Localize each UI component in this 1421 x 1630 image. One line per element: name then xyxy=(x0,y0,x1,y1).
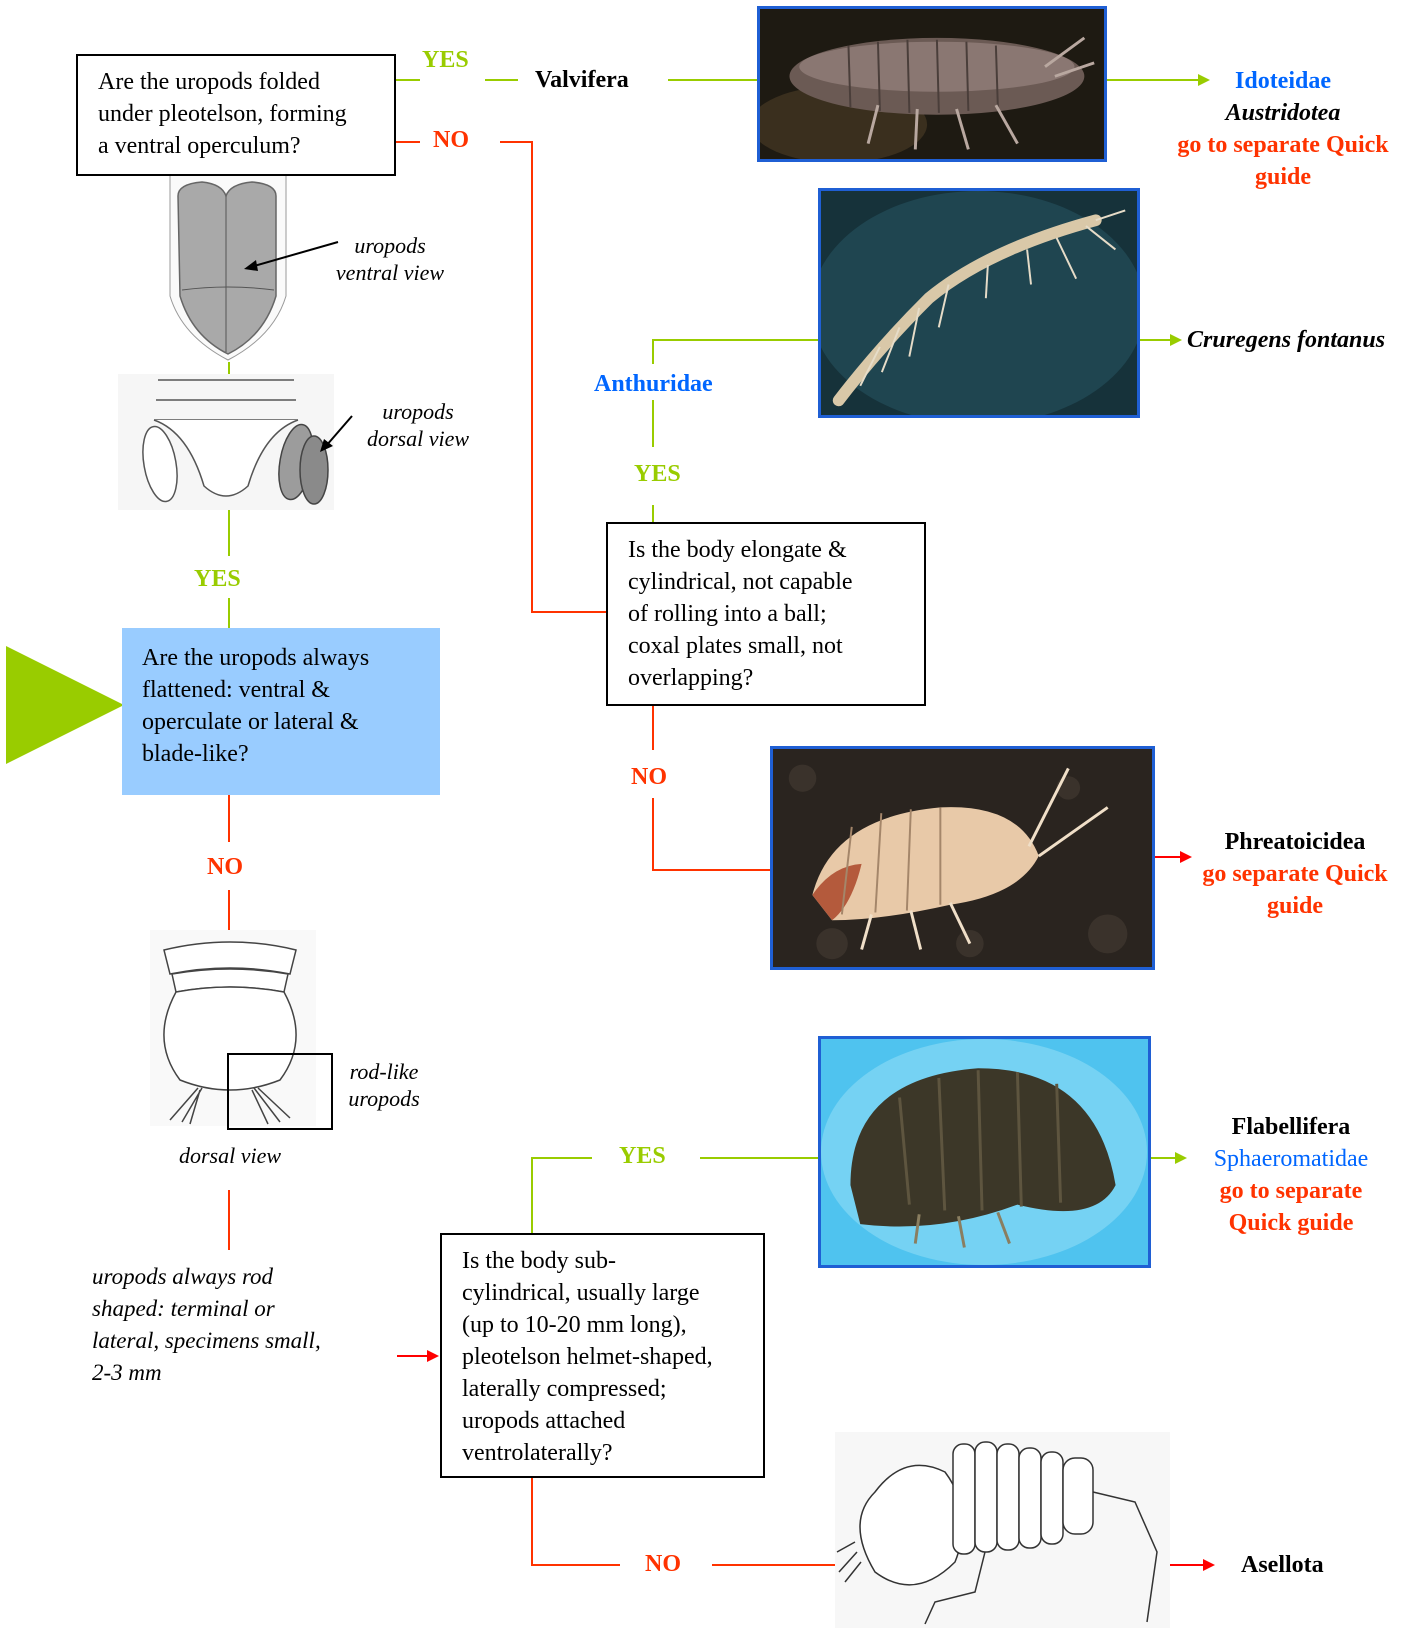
taxon-austridotea: Austridotea xyxy=(1163,97,1403,129)
photo-valvifera xyxy=(757,6,1107,162)
taxon-sphaeromatidae: Sphaeromatidae xyxy=(1196,1143,1386,1175)
question-box-3: Are the uropods always flattened: ventra… xyxy=(122,628,440,795)
quick-guide-text-flabellifera: Quick guide xyxy=(1196,1207,1386,1239)
result-phreatoicidea: Phreatoicidea go separate Quick guide xyxy=(1183,826,1407,922)
label-q1-yes: YES xyxy=(422,47,469,74)
question-4-text: Is the body sub- cylindrical, usually la… xyxy=(462,1248,713,1466)
note-uropods-ventral: uropods ventral view xyxy=(320,232,460,286)
note-rod-like-uropods: rod-like uropods xyxy=(334,1058,434,1112)
quick-guide-link-phreatoicidea[interactable]: go separate Quick xyxy=(1183,858,1407,890)
start-marker-icon xyxy=(6,646,124,764)
result-flabellifera: Flabellifera Sphaeromatidae go to separa… xyxy=(1196,1111,1386,1239)
line-q4-yes xyxy=(532,1158,818,1233)
taxon-phreatoicidea: Phreatoicidea xyxy=(1183,826,1407,858)
question-box-2: Is the body elongate & cylindrical, not … xyxy=(606,522,926,706)
photo-phreatoicidea xyxy=(770,746,1155,970)
label-q4-yes: YES xyxy=(619,1143,666,1170)
label-q4-no: NO xyxy=(645,1551,681,1578)
question-2-text: Is the body elongate & cylindrical, not … xyxy=(628,537,853,691)
label-q3-no: NO xyxy=(207,854,243,881)
sketch-uropods-dorsal xyxy=(118,374,334,510)
taxon-valvifera: Valvifera xyxy=(535,64,629,96)
line-q2-no xyxy=(653,705,770,870)
result-idoteidae: Idoteidae Austridotea go to separate Qui… xyxy=(1163,65,1403,193)
pointer-arrow-ventral xyxy=(240,238,340,272)
taxon-cruregens-fontanus: Cruregens fontanus xyxy=(1187,324,1385,356)
label-q2-no: NO xyxy=(631,764,667,791)
taxon-flabellifera: Flabellifera xyxy=(1196,1111,1386,1143)
quick-guide-text-b: Quick xyxy=(1326,132,1389,158)
taxon-asellota: Asellota xyxy=(1241,1549,1324,1581)
pointer-arrow-dorsal xyxy=(318,414,354,454)
question-box-4: Is the body sub- cylindrical, usually la… xyxy=(440,1233,765,1478)
line-q4-no xyxy=(532,1477,835,1565)
label-q2-yes: YES xyxy=(634,461,681,488)
question-box-1: Are the uropods folded under pleotelson,… xyxy=(76,54,396,176)
question-1-text: Are the uropods folded under pleotelson,… xyxy=(98,69,347,159)
question-3-text: Are the uropods always flattened: ventra… xyxy=(142,645,369,767)
photo-cruregens xyxy=(818,188,1140,418)
quick-guide-guide-text-2: guide xyxy=(1183,890,1407,922)
quick-guide-link-idoteidae[interactable]: go to separate Quick xyxy=(1163,129,1403,161)
label-q1-no: NO xyxy=(433,127,469,154)
quick-guide-guide-text: guide xyxy=(1163,161,1403,193)
taxon-idoteidae: Idoteidae xyxy=(1163,65,1403,97)
taxon-anthuridae: Anthuridae xyxy=(594,368,713,400)
photo-flabellifera xyxy=(818,1036,1151,1268)
label-q3-yes: YES xyxy=(194,566,241,593)
note-dorsal-view: dorsal view xyxy=(155,1142,305,1169)
sketch-asellota xyxy=(835,1432,1170,1628)
rod-uropods-highlight-box xyxy=(227,1053,333,1130)
quick-guide-link-flabellifera[interactable]: go to separate xyxy=(1196,1175,1386,1207)
note-rod-shaped: uropods always rod shaped: terminal or l… xyxy=(92,1261,372,1389)
line-q1-no xyxy=(394,142,606,612)
quick-guide-text-a: go to separate xyxy=(1177,132,1320,158)
note-uropods-dorsal: uropods dorsal view xyxy=(348,398,488,452)
